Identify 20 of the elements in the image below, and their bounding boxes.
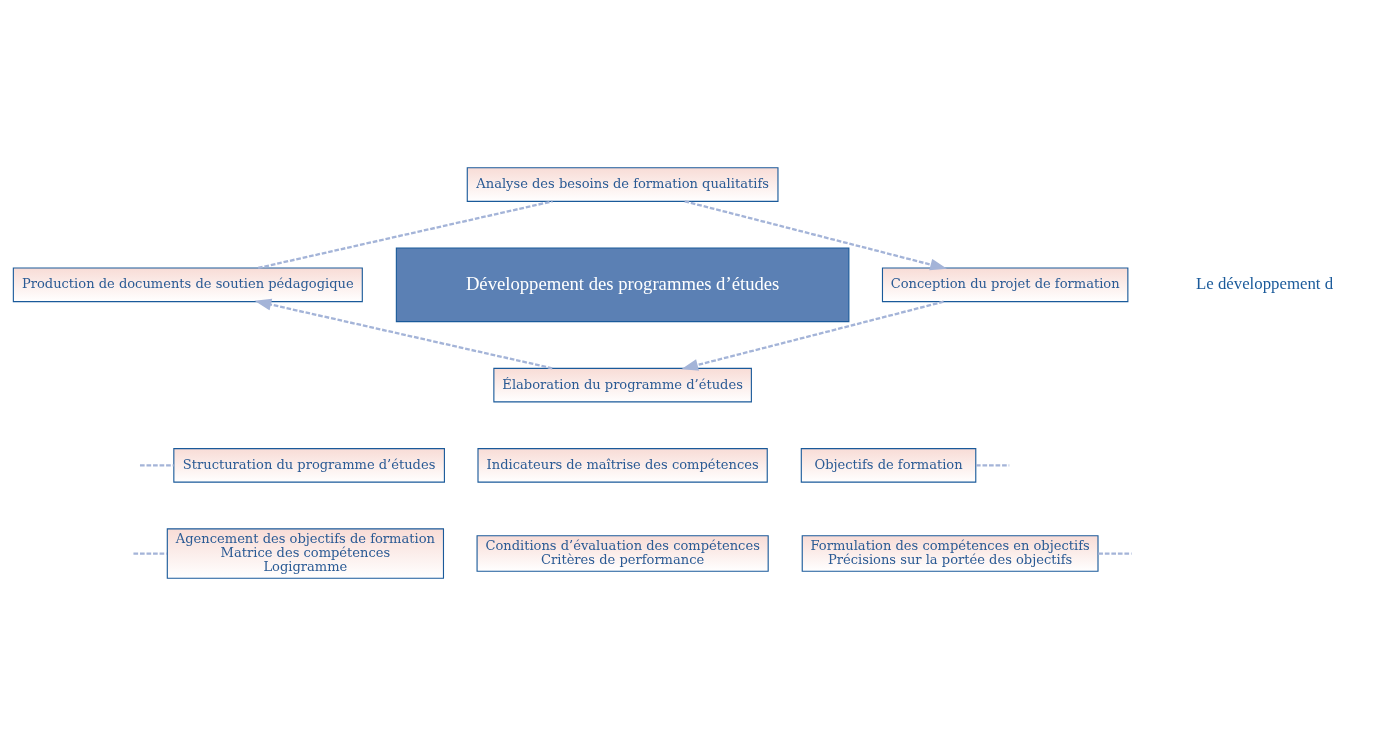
node-box: Élaboration du programme d’études [493, 367, 752, 403]
node-box: Développement des programmes d’études [395, 247, 850, 323]
connector [975, 464, 1010, 467]
node-box: Formulation des compétences en objectifs Précisions sur la portée des objectifs [801, 535, 1099, 572]
node-box: Analyse des besoins de formation qualitatifs [466, 167, 779, 202]
connector [133, 552, 168, 555]
arrow [681, 300, 944, 371]
node-box: Production de documents de soutien pédagogique [12, 267, 363, 303]
node-box: Indicateurs de maîtrise des compétences [477, 448, 768, 483]
arrow [684, 200, 947, 271]
node-box: Conditions d’évaluation des compétences Critères de performance [476, 535, 769, 572]
label: Le développement d [1196, 273, 1334, 293]
arrow [254, 298, 553, 370]
connector [257, 200, 553, 270]
node-box: Objectifs de formation [800, 448, 977, 483]
node-box: Agencement des objectifs de formation Matrice des compétences Logigramme [166, 528, 445, 579]
connector [139, 464, 174, 467]
node-box: Structuration du programme d’études [173, 448, 445, 483]
connector [1098, 552, 1132, 555]
node-box: Conception du projet de formation [881, 267, 1129, 303]
